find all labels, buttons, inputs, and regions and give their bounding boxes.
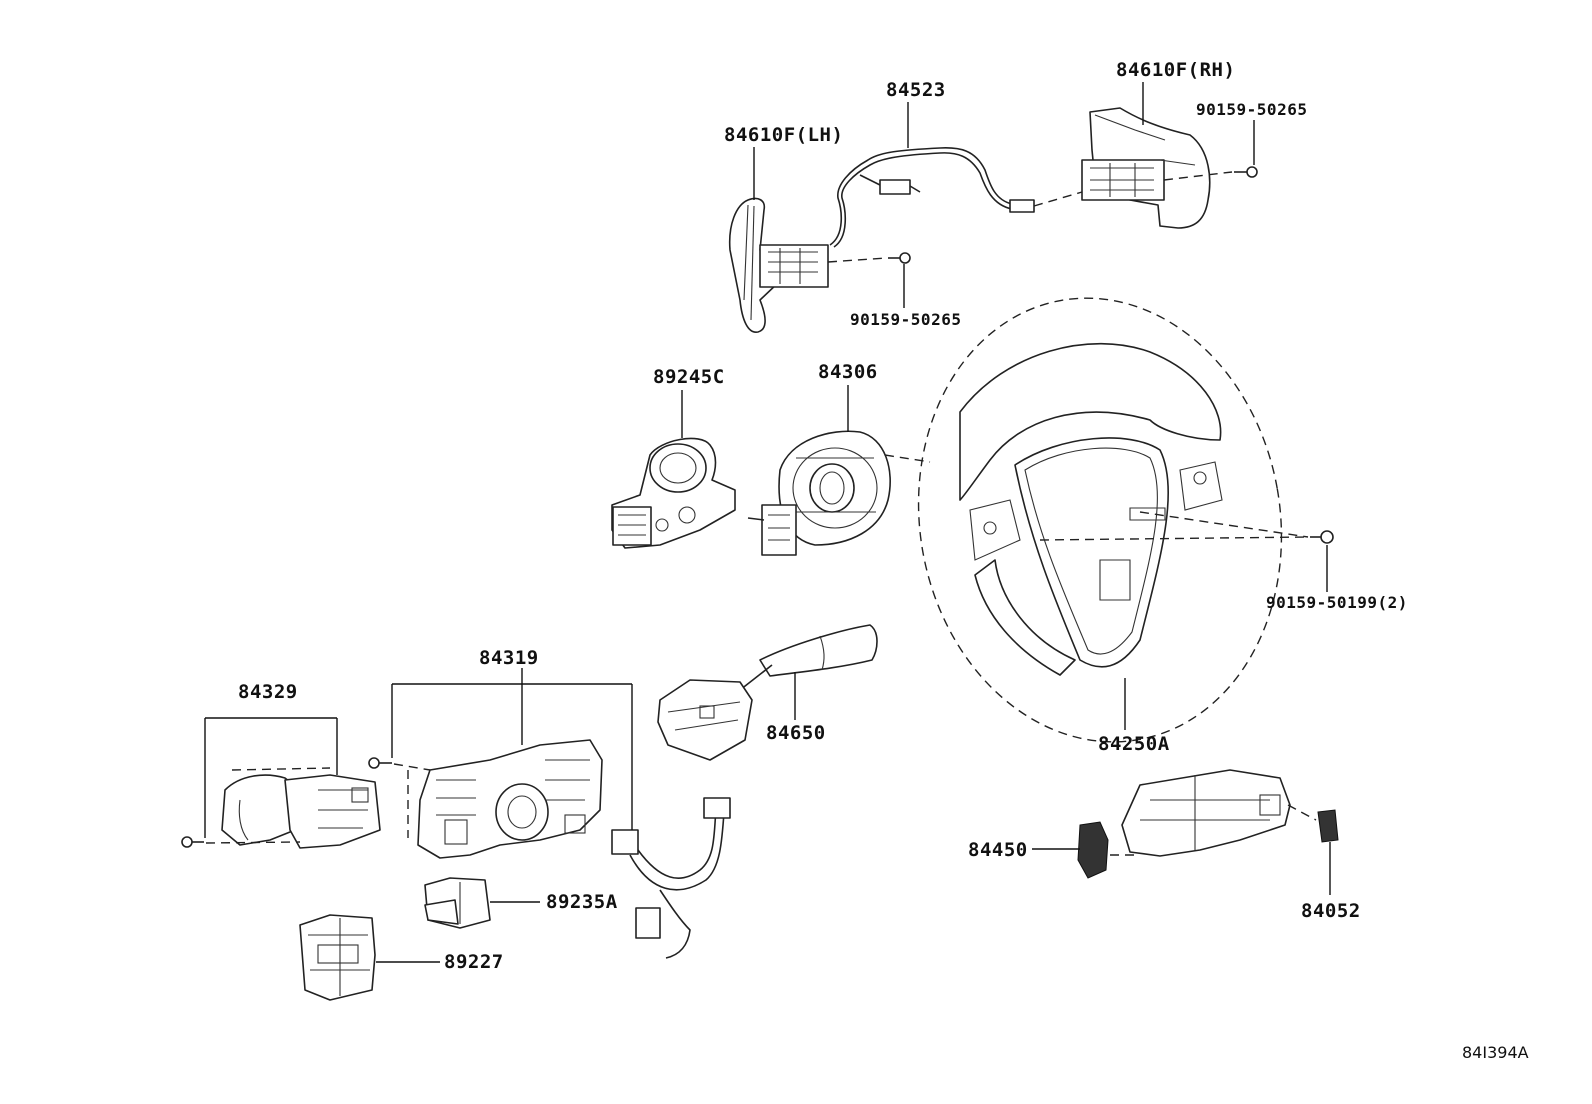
label-84610F-LH: 84610F(LH) [724,124,843,146]
label-screw-lh: 90159-50265 [850,310,961,329]
switch-body-84319[interactable] [417,739,603,859]
figure-id: 84I394A [1462,1043,1529,1062]
label-89245C: 89245C [653,366,725,388]
label-84306: 84306 [818,361,878,383]
screw-wheel[interactable] [1310,530,1334,544]
wiper-switch-84650[interactable] [657,624,878,761]
connector-harness[interactable] [611,797,731,959]
leader-lines [204,82,1331,963]
engine-switch-84450[interactable] [1077,821,1109,879]
screw-84319[interactable] [368,757,392,769]
part-84052[interactable] [1317,809,1339,843]
steering-sensor-89245C[interactable] [611,437,736,549]
label-89227: 89227 [444,951,504,973]
screw-rh[interactable] [1234,166,1258,178]
screw-lh[interactable] [888,252,911,264]
screw-84329[interactable] [181,836,204,848]
part-89235A[interactable] [424,877,491,929]
label-89235A: 89235A [546,891,618,913]
label-84250A: 84250A [1098,733,1170,755]
label-84610F-RH: 84610F(RH) [1116,59,1235,81]
paddle-switch-rh[interactable] [1081,107,1211,229]
label-84650: 84650 [766,722,826,744]
label-screw-wheel: 90159-50199(2) [1266,593,1408,612]
headlamp-switch-84329[interactable] [221,774,381,849]
steering-wheel-84250A[interactable] [884,269,1316,771]
label-84523: 84523 [886,79,946,101]
label-screw-rh: 90159-50265 [1196,100,1307,119]
paddle-switch-lh[interactable] [728,197,829,333]
label-84450: 84450 [968,839,1028,861]
part-89227[interactable] [299,914,376,1001]
spiral-cable-84306[interactable] [747,430,891,556]
wire-harness-84523[interactable] [829,147,1035,248]
label-84329: 84329 [238,681,298,703]
bracket-assembly[interactable] [1121,769,1291,857]
label-84319: 84319 [479,647,539,669]
label-84052: 84052 [1301,900,1361,922]
